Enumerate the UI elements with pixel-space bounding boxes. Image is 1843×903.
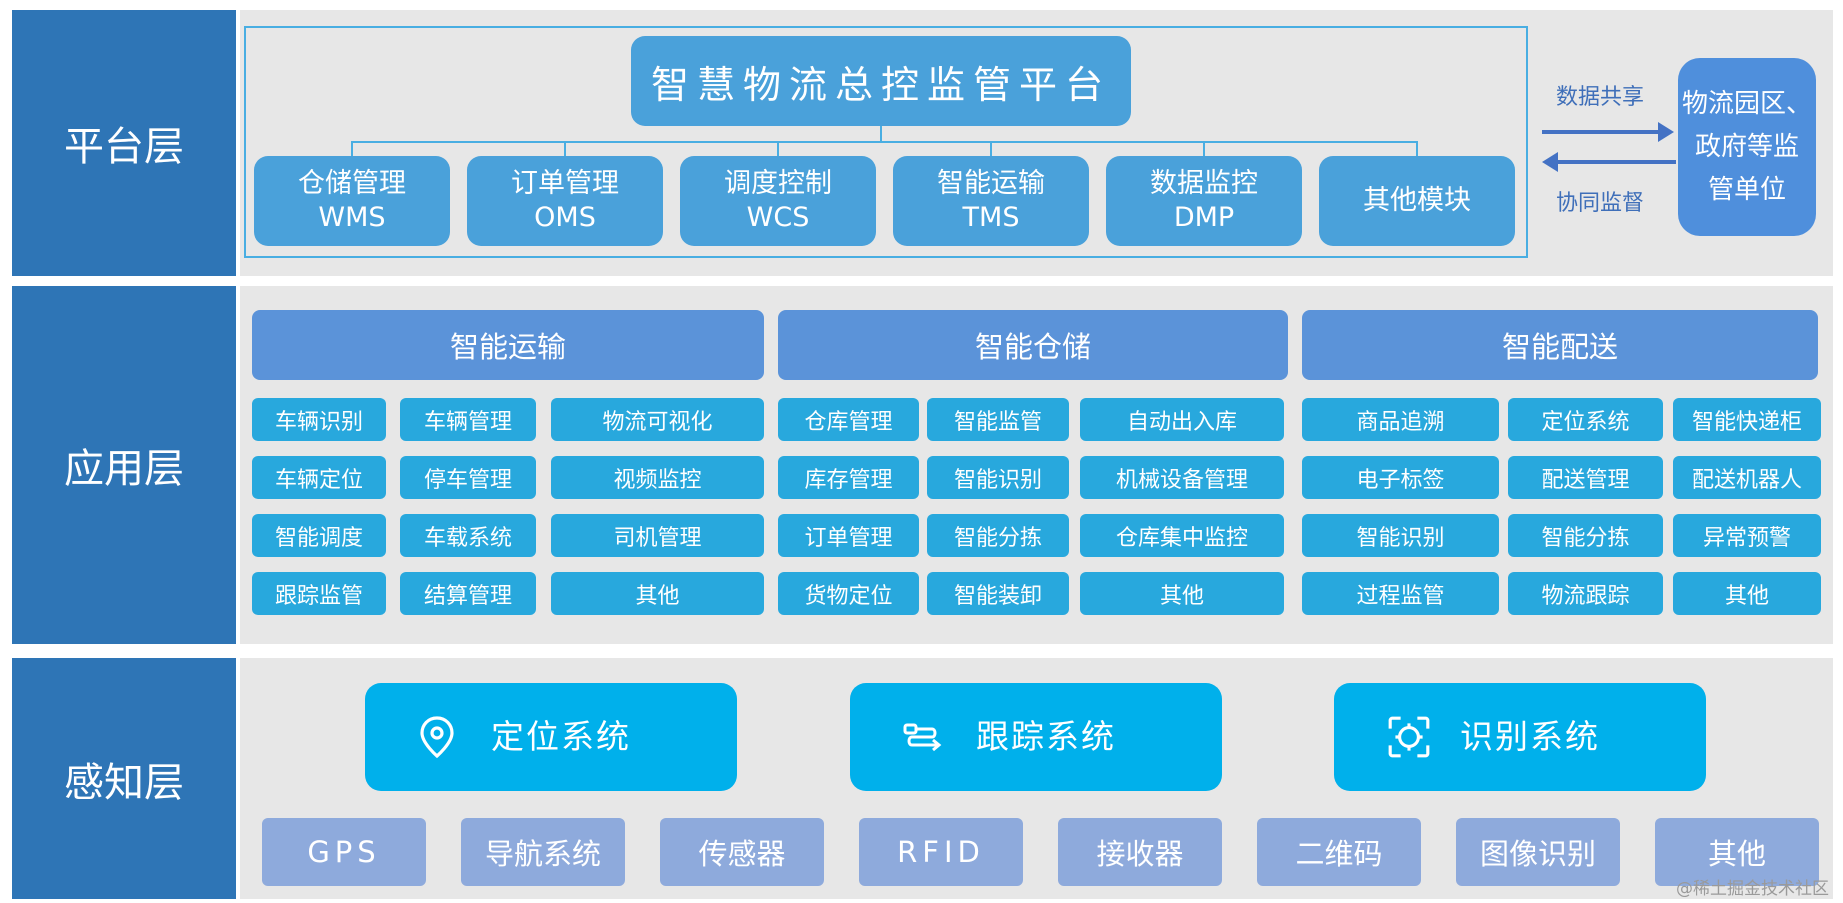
module-name: 数据监控: [1150, 168, 1258, 199]
platform-main-title: 智慧物流总控监管平台: [631, 36, 1131, 126]
sense-device: 图像识别: [1456, 818, 1620, 886]
app-item: 停车管理: [400, 456, 536, 499]
data-share-label: 数据共享: [1555, 85, 1644, 110]
app-item: 定位系统: [1508, 398, 1663, 441]
platform-module-dmp: 数据监控 DMP: [1106, 156, 1302, 246]
layer-label-perception: 感知层: [12, 658, 236, 899]
watermark: @稀土掘金技术社区: [1676, 879, 1829, 899]
module-name: 智能运输: [937, 168, 1045, 199]
app-item: 配送机器人: [1673, 456, 1821, 499]
app-item: 智能分拣: [1508, 514, 1663, 557]
layer-label-application: 应用层: [12, 286, 236, 644]
app-item: 其他: [1080, 572, 1284, 615]
module-name: 调度控制: [724, 168, 832, 199]
connector-trunk: [880, 126, 882, 142]
external-agency-line: 政府等监: [1694, 131, 1799, 162]
platform-module-tms: 智能运输 TMS: [893, 156, 1089, 246]
app-item: 车载系统: [400, 514, 536, 557]
tracking-route-icon: [903, 723, 942, 752]
module-name: 订单管理: [511, 168, 619, 199]
connector-drop: [564, 141, 566, 156]
co-supervision-label: 协同监督: [1555, 191, 1644, 216]
arrow-right: [1542, 130, 1660, 134]
app-item: 车辆识别: [252, 398, 386, 441]
location-pin-icon: [420, 716, 454, 759]
app-item: 智能装卸: [927, 572, 1069, 615]
app-item: 异常预警: [1673, 514, 1821, 557]
app-item: 车辆管理: [400, 398, 536, 441]
app-item: 视频监控: [551, 456, 764, 499]
connector-drop: [351, 141, 353, 156]
app-item: 过程监管: [1302, 572, 1499, 615]
app-item: 商品追溯: [1302, 398, 1499, 441]
module-code: TMS: [962, 202, 1020, 233]
app-item: 物流可视化: [551, 398, 764, 441]
app-item: 仓库管理: [778, 398, 919, 441]
app-item: 智能调度: [252, 514, 386, 557]
app-group-header: 智能仓储: [778, 310, 1288, 380]
app-item: 车辆定位: [252, 456, 386, 499]
arrow-right-head-icon: [1658, 122, 1674, 142]
app-item: 智能监管: [927, 398, 1069, 441]
app-item: 智能快递柜: [1673, 398, 1821, 441]
external-agency-line: 物流园区、: [1681, 88, 1812, 119]
app-item: 智能识别: [1302, 514, 1499, 557]
app-item: 机械设备管理: [1080, 456, 1284, 499]
app-item: 结算管理: [400, 572, 536, 615]
app-item: 配送管理: [1508, 456, 1663, 499]
app-item: 库存管理: [778, 456, 919, 499]
external-agency-box: 物流园区、 政府等监 管单位: [1678, 58, 1816, 236]
app-item: 司机管理: [551, 514, 764, 557]
platform-module-wcs: 调度控制 WCS: [680, 156, 876, 246]
connector-drop: [1416, 141, 1418, 156]
arrow-left-head-icon: [1542, 152, 1558, 172]
platform-frame: [244, 26, 1528, 258]
app-item: 订单管理: [778, 514, 919, 557]
module-code: WMS: [318, 202, 386, 233]
platform-module-oms: 订单管理 OMS: [467, 156, 663, 246]
app-item: 电子标签: [1302, 456, 1499, 499]
module-code: DMP: [1173, 202, 1235, 233]
sense-system-label: 定位系统: [491, 717, 631, 756]
connector-drop: [1203, 141, 1205, 156]
platform-module-other: 其他模块: [1319, 156, 1515, 246]
connector-drop: [777, 141, 779, 156]
module-code: OMS: [534, 202, 596, 233]
scan-target-icon: [1388, 716, 1430, 758]
sense-system-label: 跟踪系统: [976, 717, 1116, 756]
app-item: 其他: [1673, 572, 1821, 615]
sense-system-tracking: 跟踪系统: [850, 683, 1222, 791]
connector-drop: [990, 141, 992, 156]
app-item: 智能分拣: [927, 514, 1069, 557]
layer-label-platform: 平台层: [12, 10, 236, 276]
app-item: 仓库集中监控: [1080, 514, 1284, 557]
sense-device: 其他: [1655, 818, 1819, 886]
app-item: 跟踪监管: [252, 572, 386, 615]
app-item: 物流跟踪: [1508, 572, 1663, 615]
connector-bus: [351, 141, 1418, 143]
arrow-left: [1558, 160, 1676, 164]
sense-device: GPS: [262, 818, 426, 886]
sense-device: 导航系统: [461, 818, 625, 886]
app-item: 货物定位: [778, 572, 919, 615]
platform-module-wms: 仓储管理 WMS: [254, 156, 450, 246]
module-name: 仓储管理: [298, 168, 406, 199]
sense-device: 传感器: [660, 818, 824, 886]
sense-system-recognition: 识别系统: [1334, 683, 1706, 791]
app-group-header: 智能运输: [252, 310, 764, 380]
sense-device: RFID: [859, 818, 1023, 886]
sense-device: 二维码: [1257, 818, 1421, 886]
app-item: 自动出入库: [1080, 398, 1284, 441]
module-name: 其他模块: [1363, 185, 1471, 216]
sense-device: 接收器: [1058, 818, 1222, 886]
app-group-header: 智能配送: [1302, 310, 1818, 380]
app-item: 智能识别: [927, 456, 1069, 499]
sense-system-label: 识别系统: [1460, 717, 1600, 756]
sense-system-positioning: 定位系统: [365, 683, 737, 791]
module-code: WCS: [746, 202, 810, 233]
app-item: 其他: [551, 572, 764, 615]
external-agency-line: 管单位: [1707, 174, 1786, 205]
